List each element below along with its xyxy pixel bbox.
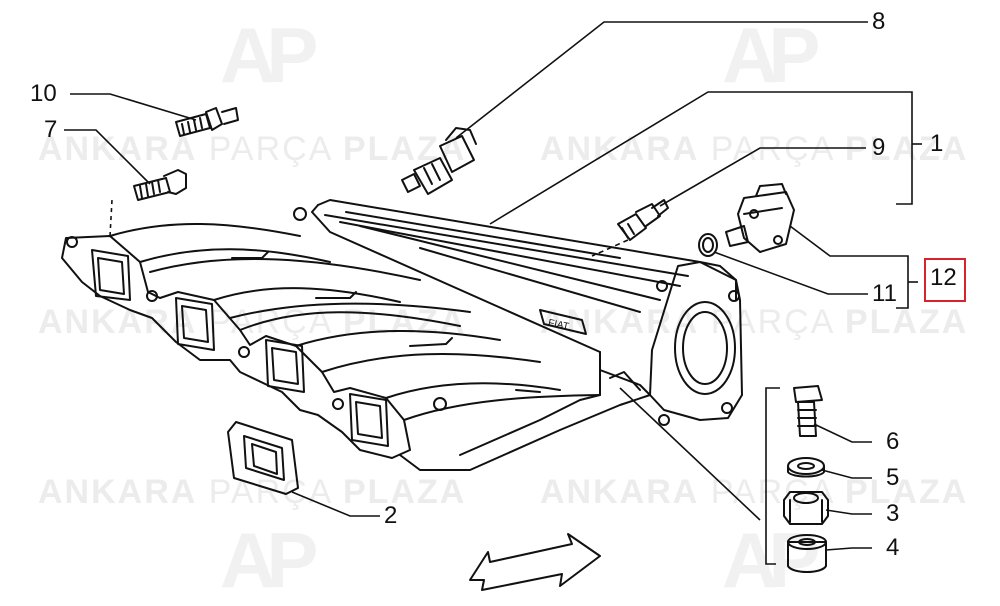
watermark-logo: AP — [220, 516, 318, 604]
watermark-text: ANKARA PARÇA PLAZA — [540, 303, 969, 341]
callout-5: 5 — [886, 464, 900, 491]
svg-text:FIAT: FIAT — [547, 318, 570, 333]
highlighted-part-box — [924, 258, 966, 302]
callout-11: 11 — [872, 280, 897, 307]
callout-10: 10 — [30, 80, 57, 107]
watermark-logo: AP — [722, 516, 820, 604]
callout-2: 2 — [384, 502, 398, 529]
pressure-sensor-part — [725, 183, 795, 253]
temperature-sensor-part — [401, 127, 477, 195]
stud-bolt-part — [175, 107, 239, 137]
port-gasket-part — [227, 421, 299, 495]
callout-9: 9 — [872, 134, 886, 161]
watermark-logo: AP — [220, 11, 318, 99]
watermark-text: ANKARA PARÇA PLAZA — [38, 130, 467, 168]
o-ring-part — [698, 233, 718, 257]
hex-bolt-part — [133, 169, 187, 201]
callout-3: 3 — [886, 500, 900, 527]
vacuum-fitting-part — [617, 199, 669, 241]
direction-arrow — [469, 533, 601, 591]
callout-6: 6 — [886, 428, 900, 455]
fastener-stack — [783, 385, 829, 573]
watermark-text: ANKARA PARÇA PLAZA — [540, 130, 969, 168]
watermark-text: ANKARA PARÇA PLAZA — [38, 303, 467, 341]
watermark-text: ANKARA PARÇA PLAZA — [38, 473, 467, 511]
callout-8: 8 — [872, 8, 886, 35]
leader-lines — [64, 21, 922, 565]
watermark-logo: AP — [722, 11, 820, 99]
callout-7: 7 — [44, 116, 58, 143]
callout-4: 4 — [886, 534, 900, 561]
callout-1: 1 — [930, 130, 944, 157]
callout-12: 12 — [930, 264, 957, 291]
intake-manifold: FIAT — [61, 199, 743, 471]
